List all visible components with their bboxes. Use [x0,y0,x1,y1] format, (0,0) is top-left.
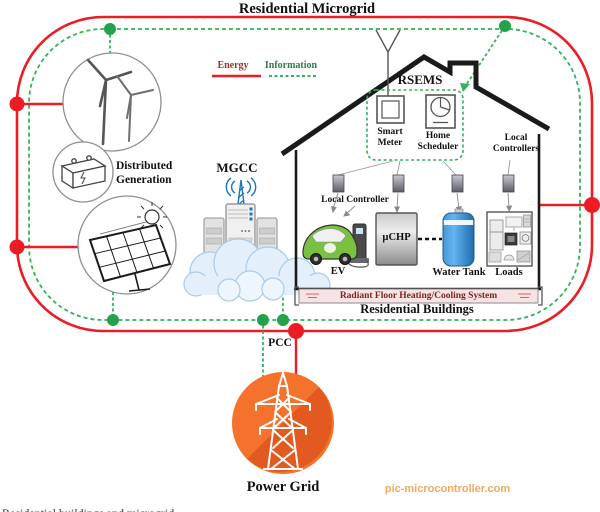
information-nodes [104,20,511,326]
mgcc-icon [183,177,331,302]
legend-information-label: Information [264,60,318,71]
radiant-floor-bar [294,286,543,306]
loads-label: Loads [495,267,523,278]
uchp-box [375,212,418,266]
local-controllers-label: Local Controllers [492,133,540,155]
page-title: Residential Microgrid [238,1,376,17]
water-tank-label: Water Tank [432,267,486,278]
antenna-icon [375,29,401,96]
radiant-floor-label: Radiant Floor Heating/Cooling System [339,290,498,301]
appliance-icons [488,214,532,263]
smart-meter-icon [376,95,405,124]
ev-label: EV [330,266,346,277]
controller-links [337,159,511,176]
rsems-box [366,89,464,161]
microgrid-information-boundary [28,28,581,321]
transmission-tower-icon [255,369,311,470]
wind-turbine-icon [62,52,162,152]
power-grid-label: Power Grid [246,479,320,495]
local-controller-icons [332,174,515,193]
loads-icon [486,211,533,267]
solar-panel-icon [77,195,177,295]
pcc-label: PCC [268,337,292,349]
smart-meter-label: Smart Meter [377,127,403,149]
microgrid-energy-boundary [15,15,594,333]
home-scheduler-label: Home Scheduler [417,131,459,153]
information-arrowhead [460,83,470,92]
water-tank-icon [442,208,475,267]
watermark: pic-microcontroller.com [384,483,511,495]
energy-nodes [9,96,600,339]
rsems-label: RSEMS [397,72,443,87]
ev-icon [302,223,369,268]
battery-icon [52,141,114,203]
ev-car-icon [302,224,358,265]
residential-buildings-label: Residential Buildings [360,302,474,316]
legend-energy-label: Energy [217,60,249,71]
cloud-icon [183,238,331,302]
mgcc-label: MGCC [216,160,258,175]
bottom-caption: Residential buildings and microgrid [2,506,322,512]
local-controller-label: Local Controller [321,195,389,205]
power-grid-icon [232,369,334,474]
distributed-generation-label: Distributed Generation [116,160,173,186]
home-scheduler-icon [425,94,456,129]
device-links [330,192,513,217]
uchp-label: µCHP [382,232,411,243]
